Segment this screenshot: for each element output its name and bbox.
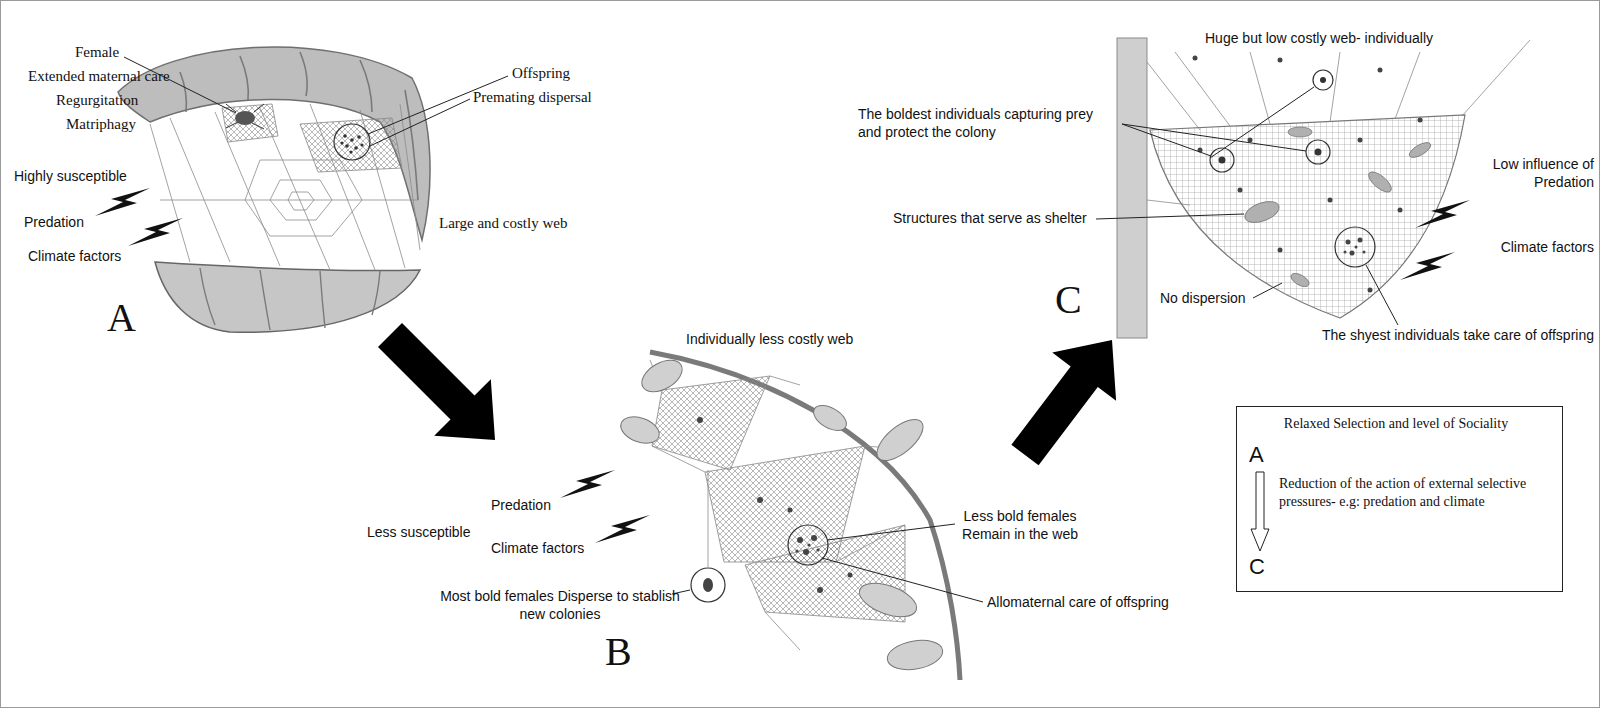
annotation-label: Huge but low costly web- individually [1205,30,1433,48]
panel-a-art [95,47,508,332]
annotation-label: Most bold females Disperse to stablish n… [440,588,680,623]
annotation-label: Climate factors [28,248,121,266]
annotation-label: Premating dispersal [473,88,592,107]
hollow-arrow [1249,471,1271,553]
annotation-label: Low influence of Predation [1478,156,1594,191]
annotation-label: Predation [491,497,551,515]
annotation-label: Matriphagy [66,115,136,134]
annotation-label: No dispersion [1160,290,1246,308]
annotation-label: Less bold females Remain in the web [955,508,1085,543]
legend-title: Relaxed Selection and level of Sociality [1237,415,1555,433]
panel-c: C [1050,35,1560,340]
legend-start: A [1249,441,1264,469]
panel-letter: B [605,627,632,677]
annotation-label: Climate factors [1501,239,1594,257]
annotation-label: Large and costly web [439,214,567,233]
block-arrow [1011,340,1116,465]
annotation-label: Female [75,43,119,62]
annotation-label: Climate factors [491,540,584,558]
annotation-label: Highly susceptible [14,168,127,186]
panel-c-art [1096,38,1530,338]
annotation-label: The boldest individuals capturing prey a… [858,106,1120,141]
annotation-label: Offspring [512,64,570,83]
annotation-label: Regurgitation [56,91,138,110]
annotation-label: The shyest individuals take care of offs… [1322,327,1594,345]
legend-text: Reduction of the action of external sele… [1279,475,1547,510]
annotation-label: Individually less costly web [686,331,853,349]
panel-letter: C [1055,275,1082,325]
annotation-label: Less susceptible [367,524,471,542]
annotation-label: Extended maternal care [28,67,170,86]
block-arrow [378,323,495,440]
panel-letter: A [107,293,136,343]
annotation-label: Allomaternal care of offspring [987,594,1169,612]
legend-box: Relaxed Selection and level of Sociality… [1236,406,1563,592]
panel-b-art [560,352,983,680]
legend-end: C [1249,553,1265,581]
annotation-label: Predation [24,214,84,232]
annotation-label: Structures that serve as shelter [893,210,1087,228]
